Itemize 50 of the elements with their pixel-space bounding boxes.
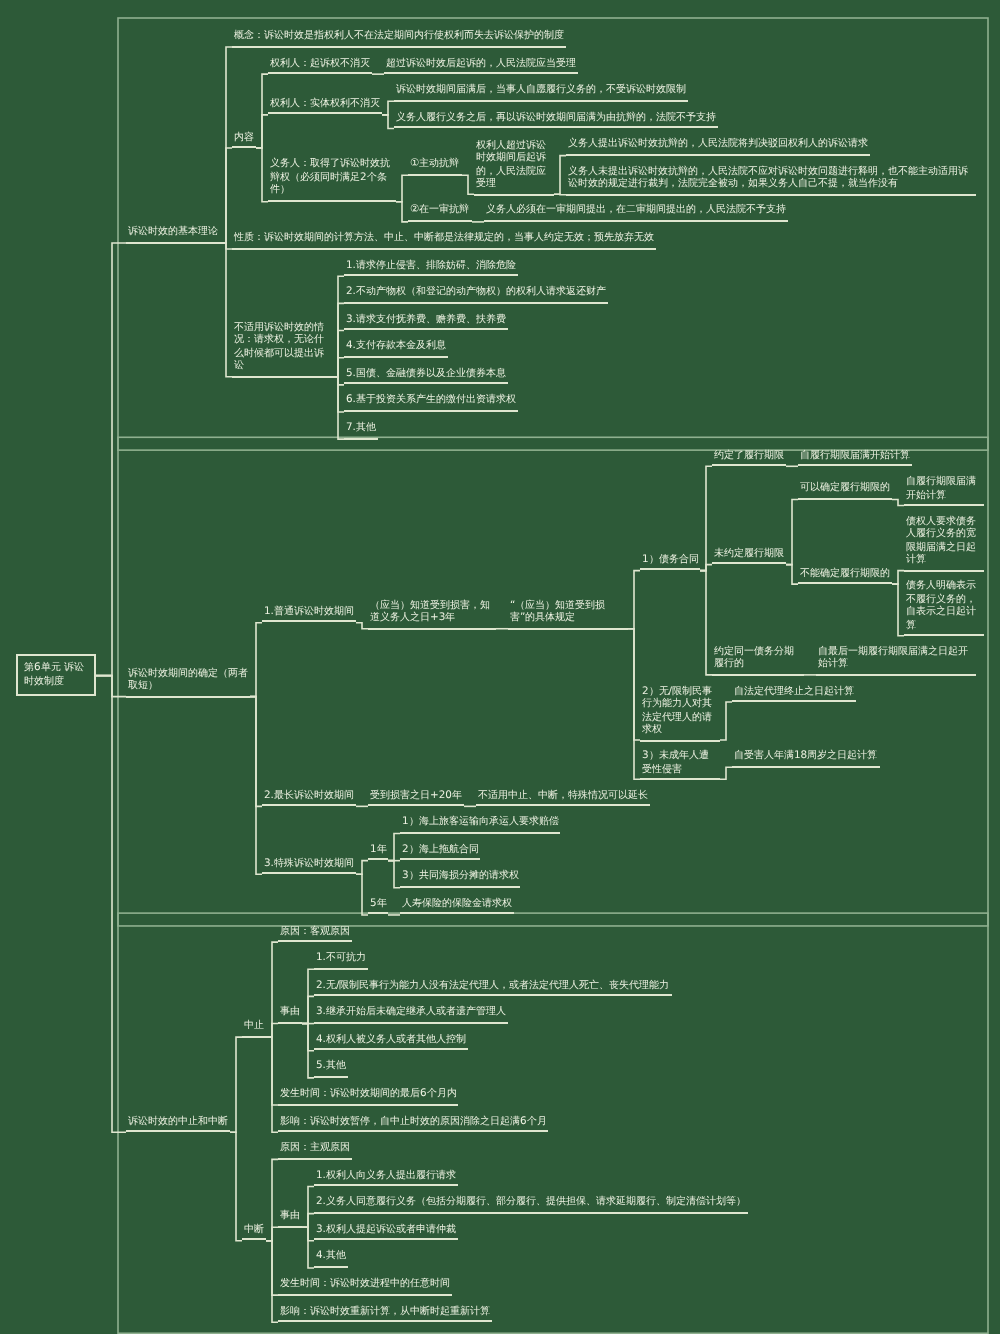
connector-line xyxy=(461,174,475,195)
connector-line xyxy=(301,1212,315,1228)
connector-line xyxy=(699,569,713,676)
connector-line xyxy=(553,154,567,195)
connector-line xyxy=(627,627,641,780)
connector-line xyxy=(95,674,127,1133)
connector-line xyxy=(381,100,395,116)
connector-line xyxy=(355,805,369,808)
connector-line xyxy=(301,1226,315,1269)
connector-line xyxy=(355,873,369,916)
connector-line xyxy=(891,569,905,585)
connector-line xyxy=(381,114,395,130)
connector-line xyxy=(785,563,799,585)
connector-line xyxy=(229,1036,243,1133)
connector-line xyxy=(395,200,409,223)
connector-line xyxy=(785,465,799,468)
connector-line xyxy=(891,498,905,507)
connector-line xyxy=(265,1240,279,1324)
connector-line xyxy=(355,859,369,876)
connector-line xyxy=(627,569,641,630)
connector-line xyxy=(803,674,817,676)
connector-line xyxy=(371,73,385,75)
connector-line xyxy=(395,174,409,203)
connector-line xyxy=(265,1022,279,1038)
connector-line xyxy=(553,193,567,196)
connector-line xyxy=(331,375,345,440)
connector-line xyxy=(301,995,315,1025)
connector-line xyxy=(265,1226,279,1242)
connector-line xyxy=(495,627,509,630)
connector-line xyxy=(785,498,799,566)
connector-line xyxy=(249,695,263,876)
connector-line xyxy=(355,621,369,630)
connector-line xyxy=(387,859,401,889)
connector-line xyxy=(229,1131,243,1242)
connector-line xyxy=(471,221,485,223)
connector-line xyxy=(219,242,233,378)
connector-line xyxy=(301,1022,315,1079)
connector-line xyxy=(249,621,263,698)
connector-line xyxy=(719,701,733,741)
connector-line xyxy=(891,583,905,637)
connector-line xyxy=(387,914,401,916)
connector-line xyxy=(255,147,269,203)
connector-line xyxy=(265,1036,279,1133)
connector-line xyxy=(255,114,269,149)
connector-line xyxy=(699,563,713,572)
connector-line xyxy=(331,356,345,378)
connector-line xyxy=(387,832,401,862)
connector-line xyxy=(219,147,233,244)
connector-line xyxy=(719,766,733,780)
connector-line xyxy=(463,805,477,808)
